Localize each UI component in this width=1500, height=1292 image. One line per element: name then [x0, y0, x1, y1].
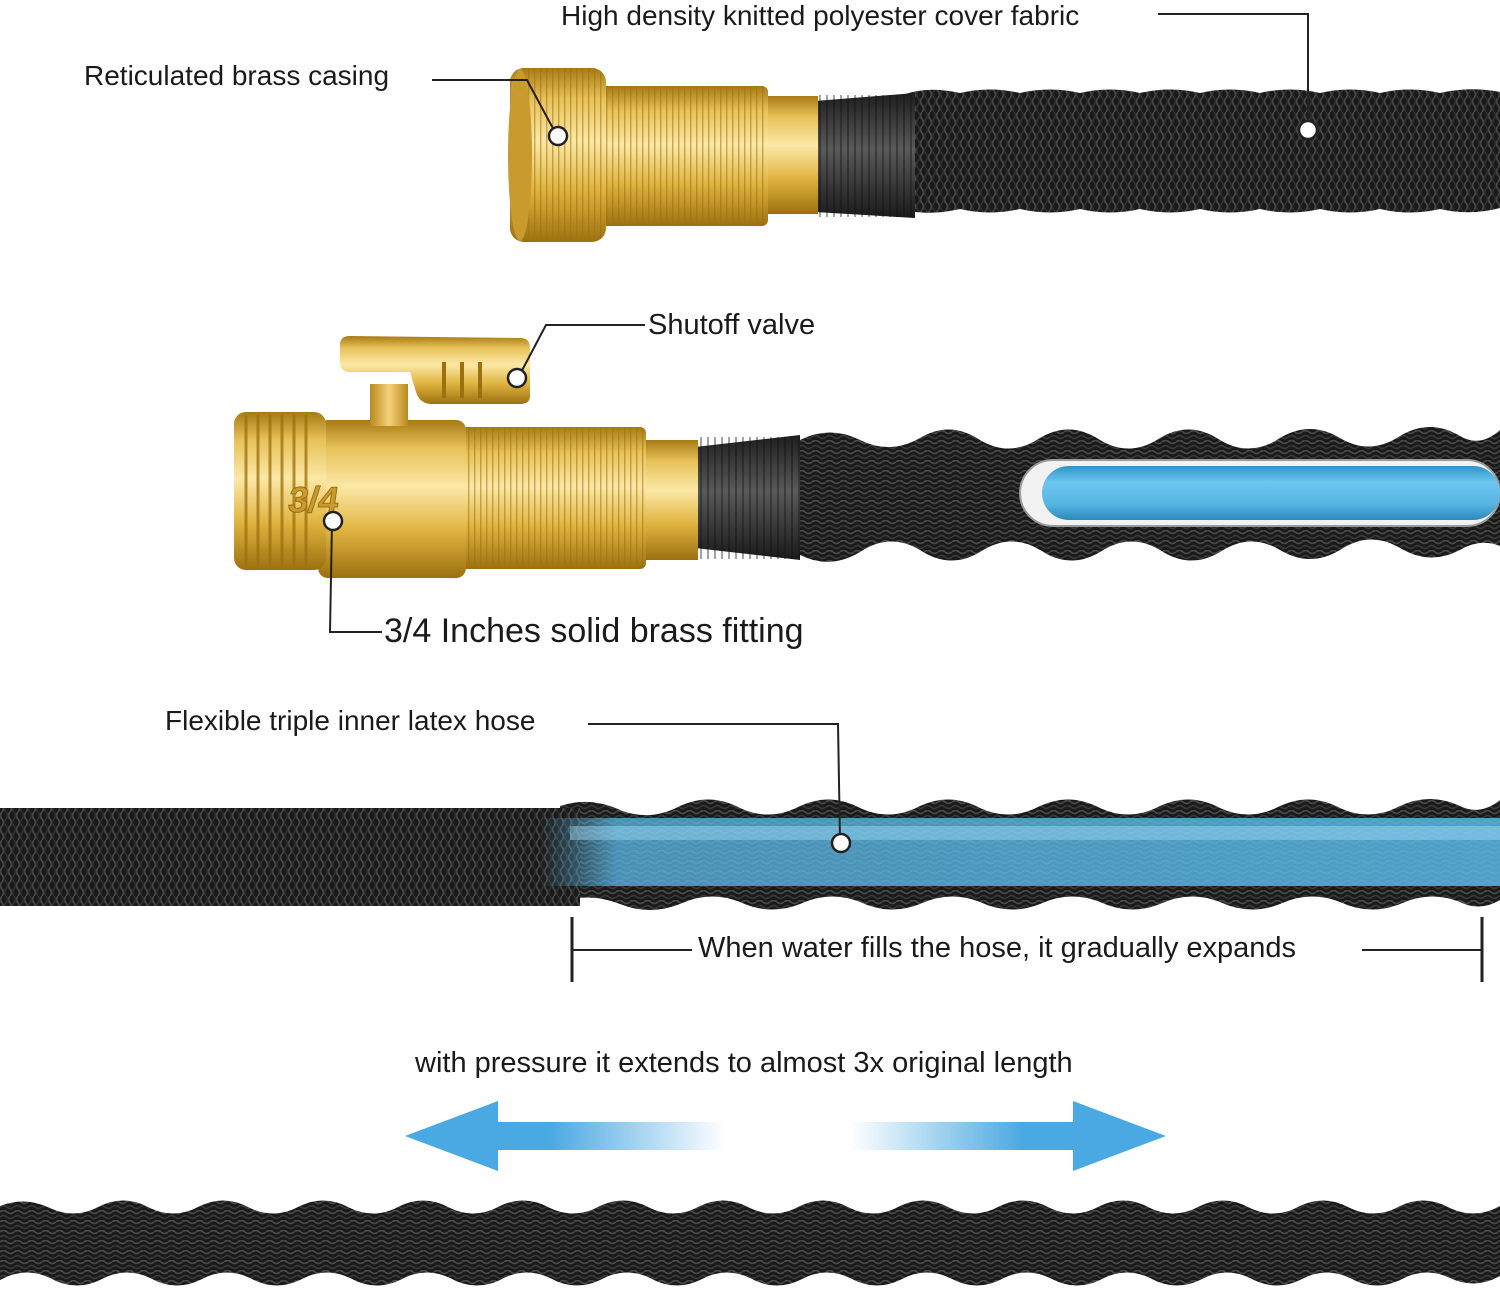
inner-latex-hose-highlight: [570, 826, 1500, 840]
label-extends: with pressure it extends to almost 3x or…: [415, 1047, 1073, 1079]
top-hose-assembly: [508, 68, 1500, 242]
callout-line-fitting: [328, 521, 382, 633]
label-brass-casing: Reticulated brass casing: [84, 60, 390, 91]
middle-hose-assembly: 3/4: [234, 336, 1500, 578]
brass-sleeve-knurl-middle: [460, 427, 646, 569]
valve-handle: [340, 336, 530, 404]
label-shutoff-valve: Shutoff valve: [648, 309, 816, 341]
right-arrow-icon: [850, 1101, 1166, 1171]
label-brass-fitting: 3/4 Inches solid brass fitting: [384, 612, 804, 650]
marker-dots: [322, 119, 1319, 854]
extend-arrows: [405, 1101, 1166, 1171]
compressed-hose-lower: [0, 808, 580, 906]
extended-hose-bottom: [0, 1200, 1500, 1286]
dot-fitting-icon: [322, 510, 344, 532]
callout-line-latex: [588, 723, 841, 841]
valve-handle-grip: [442, 362, 482, 398]
label-cover-fabric: High density knitted polyester cover fab…: [561, 0, 1080, 31]
callout-line-cover: [1158, 13, 1309, 128]
valve-body: [318, 420, 466, 578]
dot-cover-icon: [1297, 119, 1319, 141]
thread-lines: [244, 415, 308, 567]
swivel-nut-knurl: [510, 68, 606, 242]
rubber-ribs-top: [815, 95, 915, 217]
brass-sleeve-knurl-top: [600, 86, 768, 226]
dot-latex-icon: [830, 832, 852, 854]
valve-stem: [370, 384, 408, 426]
callout-lines: [328, 13, 1484, 982]
compressed-hose-top: [905, 89, 1500, 213]
dot-casing-icon: [547, 125, 569, 147]
callout-line-casing: [432, 79, 557, 135]
brass-ring-middle: [640, 440, 698, 560]
inner-hose-section: [0, 799, 1500, 910]
rubber-ribs-middle: [695, 437, 800, 559]
swivel-nut-face: [508, 69, 532, 241]
left-arrow-icon: [405, 1101, 725, 1171]
callout-line-valve: [517, 324, 645, 379]
dot-valve-icon: [506, 367, 528, 389]
inner-latex-hose: [540, 818, 1500, 886]
inner-hose-cutaway-middle: [1019, 459, 1500, 527]
label-inner-hose: Flexible triple inner latex hose: [165, 705, 536, 736]
label-expands: When water fills the hose, it gradually …: [698, 932, 1297, 964]
brass-ring-top: [762, 96, 818, 214]
